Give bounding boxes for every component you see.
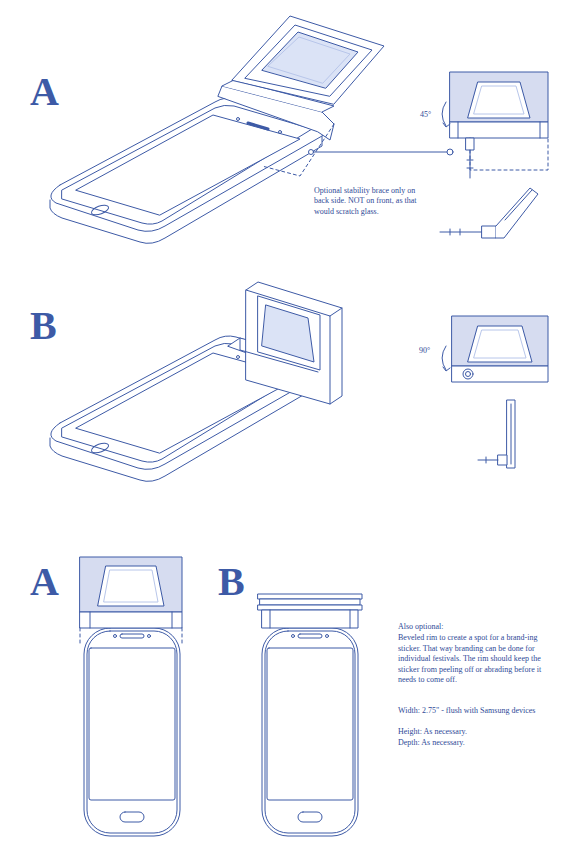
dimension: Depth: As necessary.: [398, 738, 558, 748]
figure-letter: A: [30, 562, 59, 602]
angle-label: 90°: [419, 346, 430, 356]
figure-letter: B: [30, 306, 57, 346]
note: Beveled rim to create a spot for a brand…: [398, 633, 558, 685]
dimension: Width: 2.75" - flush with Samsung device…: [398, 706, 558, 716]
note: Optional stability brace only on back si…: [314, 186, 432, 217]
angle-label: 45°: [420, 110, 431, 120]
figure-letter: B: [218, 562, 245, 602]
dimension: Height: As necessary.: [398, 727, 558, 737]
figure-letter: A: [30, 72, 59, 112]
note-heading: Also optional:: [398, 622, 558, 632]
